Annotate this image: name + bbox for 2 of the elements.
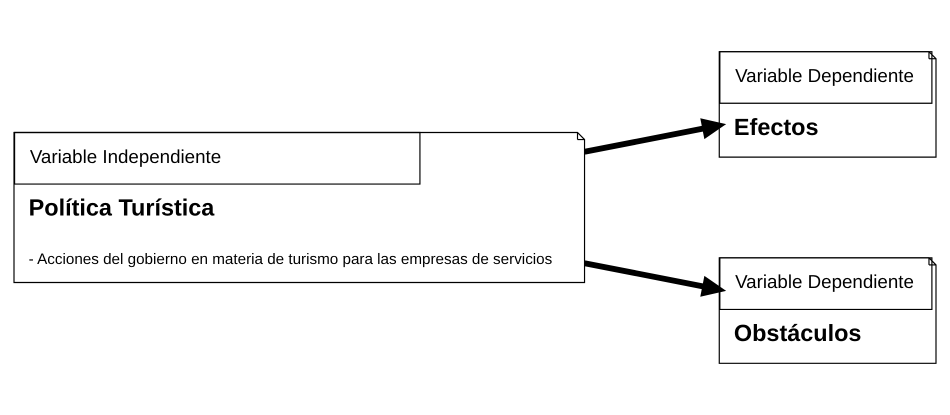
arrow bbox=[584, 118, 726, 155]
arrow bbox=[584, 260, 726, 297]
